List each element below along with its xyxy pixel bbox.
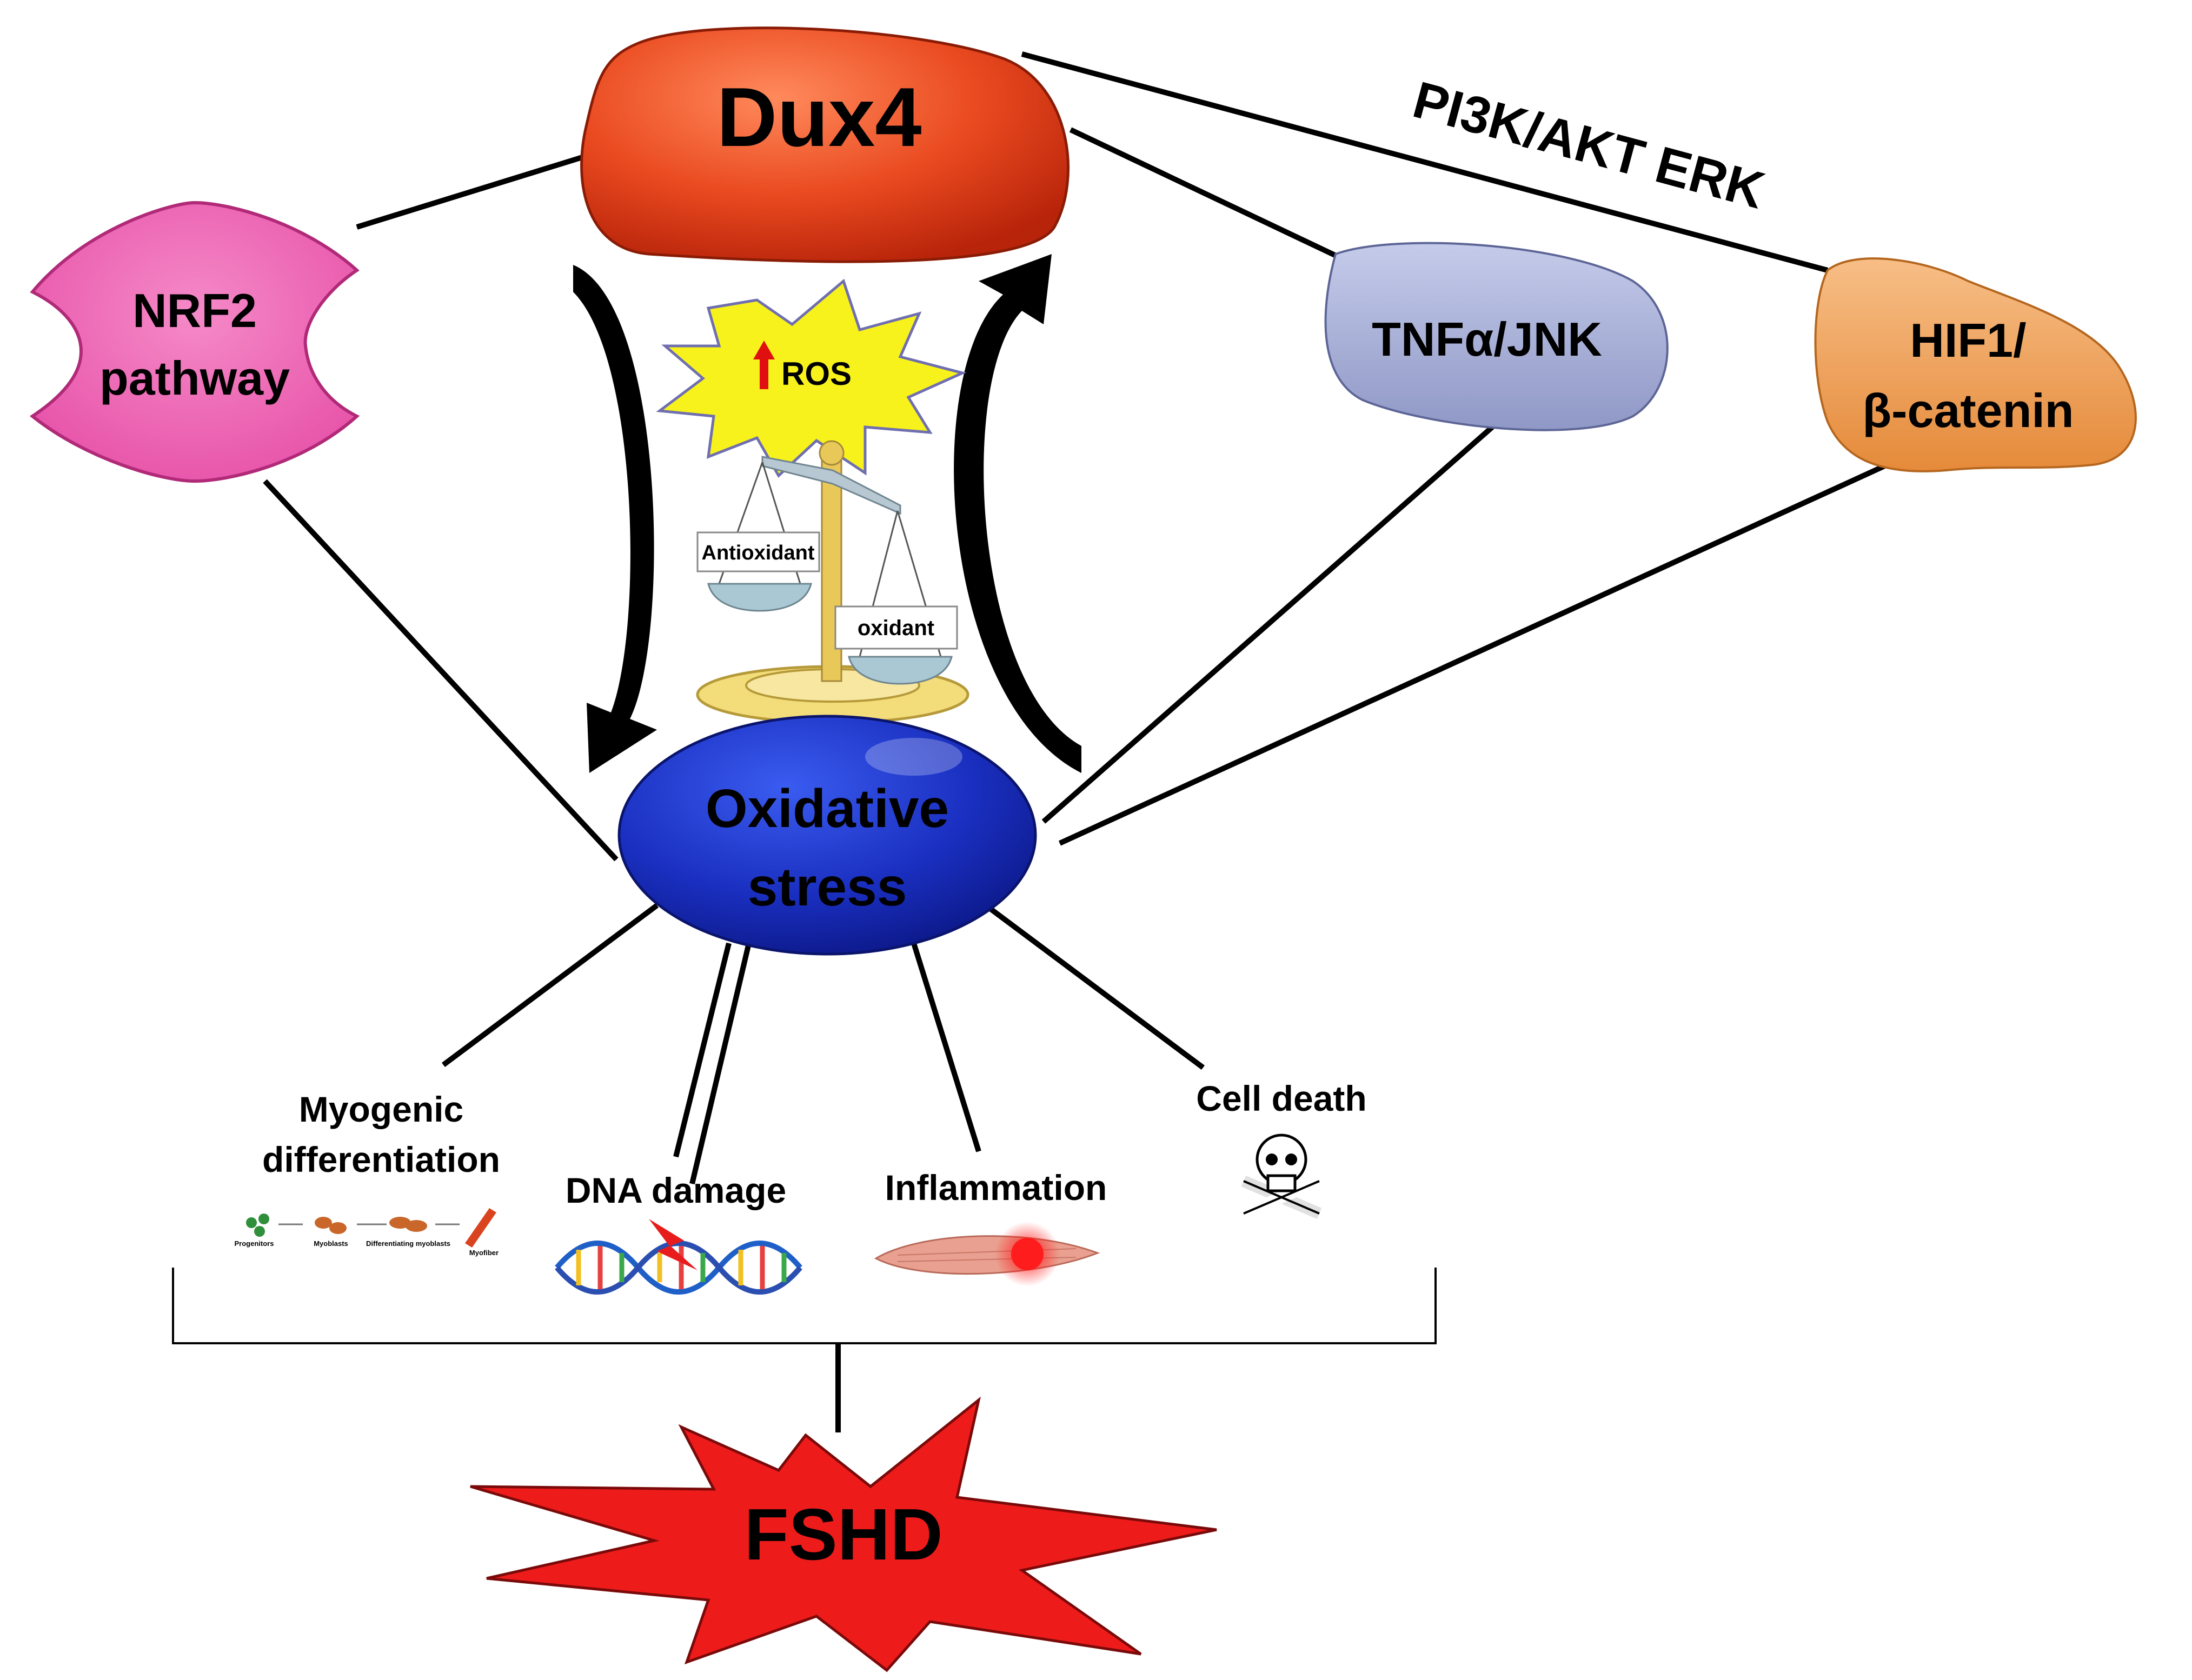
nrf2-shape — [29, 201, 360, 483]
stage-label-myofiber: Myofiber — [469, 1249, 499, 1257]
oxidative-highlight — [865, 738, 962, 776]
skull-crossbones-icon — [1241, 1134, 1322, 1219]
dux4-node: Dux4 — [580, 26, 1070, 263]
oxidative-stress-node: Oxidative stress — [617, 715, 1037, 956]
fshd-burst-shape — [470, 1396, 1217, 1672]
edge-nrf2-to-oxidative — [263, 479, 619, 862]
myogenic-stages-illustration: Progenitors Myoblasts Differentiating my… — [235, 1208, 499, 1257]
fshd-label: FSHD — [744, 1494, 943, 1575]
tnf-label: TNFα/JNK — [1372, 312, 1602, 366]
edge-oxidative-to-myogenic — [442, 903, 659, 1068]
nrf2-label-line2: pathway — [99, 351, 290, 405]
nrf2-node: NRF2 pathway — [29, 201, 360, 483]
oxidative-label-line1: Oxidative — [706, 778, 949, 839]
outcome-myogenic: Myogenic differentiation Progenitors Myo… — [235, 1089, 500, 1257]
curved-arrow-dux4-to-oxidative — [573, 265, 657, 773]
lightning-bolt-icon — [649, 1219, 698, 1270]
antioxidant-label: Antioxidant — [702, 542, 815, 564]
stage-label-progenitors: Progenitors — [235, 1239, 274, 1248]
dna-helix-icon — [555, 1219, 802, 1295]
dux4-label: Dux4 — [716, 70, 921, 164]
balance-scale: Antioxidant oxidant — [696, 440, 969, 724]
curved-arrow-oxidative-to-dux4 — [954, 254, 1081, 773]
oxidant-label: oxidant — [858, 616, 934, 640]
oxidative-label-line2: stress — [748, 857, 907, 917]
myogenic-label-line1: Myogenic — [299, 1089, 463, 1129]
edge-oxidative-to-cell-death — [988, 905, 1205, 1070]
myogenic-label-line2: differentiation — [262, 1139, 500, 1179]
feedback-loop — [573, 254, 1081, 773]
outcomes-bracket — [172, 1268, 1437, 1344]
pi3k-akt-erk-label: PI3K/AKT ERK — [1407, 71, 1771, 220]
tnf-shape — [1324, 242, 1669, 431]
hif-shape — [1814, 257, 2137, 472]
dux4-shape — [580, 26, 1070, 263]
stage-label-differentiating: Differentiating myoblasts — [366, 1239, 450, 1248]
inflammation-label: Inflammation — [885, 1168, 1107, 1208]
ros-up-arrow-icon — [753, 341, 775, 389]
edge-dna-to-oxidative — [673, 942, 732, 1158]
edge-oxidative-to-dna — [689, 942, 752, 1185]
edge-dux4-to-tnf — [1069, 127, 1340, 259]
oxidant-box — [834, 605, 958, 650]
outcome-cell-death: Cell death — [1196, 1078, 1367, 1219]
stage-label-myoblasts: Myoblasts — [314, 1239, 348, 1248]
scale-beam — [761, 456, 901, 515]
edge-hif-to-oxidative — [1058, 462, 1889, 846]
nrf2-label-line1: NRF2 — [132, 284, 257, 337]
oxidative-stress-shape — [617, 715, 1037, 956]
edge-dux4-to-nrf2 — [356, 154, 585, 230]
outcome-dna-damage: DNA damage — [555, 1170, 802, 1295]
ros-burst: ROS — [656, 278, 967, 478]
hif-label-line1: HIF1/ — [1910, 314, 2026, 367]
tnf-node: TNFα/JNK — [1324, 242, 1669, 431]
cell-death-label: Cell death — [1196, 1078, 1366, 1118]
edges — [263, 51, 1889, 1433]
hif-node: HIF1/ β-catenin — [1814, 257, 2137, 472]
scale-pillar-top — [819, 440, 845, 466]
edge-tnf-to-oxidative — [1041, 425, 1494, 824]
edge-oxidative-to-inflammation — [911, 942, 981, 1152]
ros-label: ROS — [781, 356, 852, 392]
fshd-node: FSHD — [470, 1396, 1217, 1672]
dna-damage-label: DNA damage — [566, 1170, 786, 1210]
antioxidant-box — [696, 531, 820, 572]
outcome-inflammation: Inflammation — [874, 1168, 1107, 1286]
scale-pan-right — [848, 656, 953, 685]
hif-label-line2: β-catenin — [1862, 384, 2074, 437]
scale-pan-left — [707, 583, 812, 612]
inflamed-muscle-icon — [874, 1222, 1100, 1286]
edge-dux4-to-hif — [1021, 51, 1829, 273]
